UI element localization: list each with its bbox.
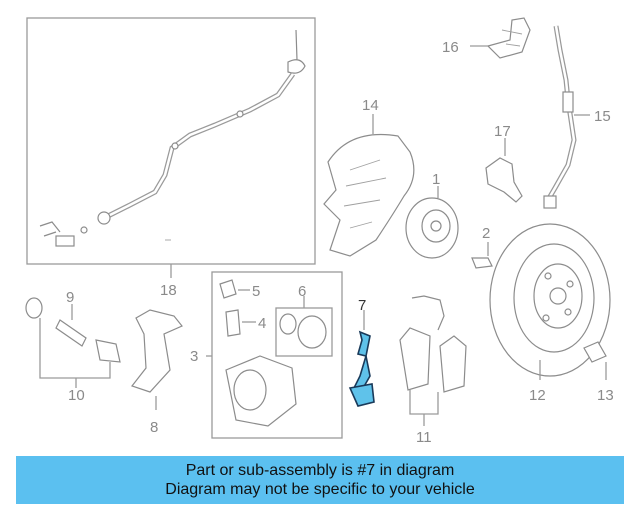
part-12-brake-rotor: 12 [489,223,611,404]
part-15-brake-hose: 15 [543,25,611,209]
part-13-screw: 13 [583,341,614,404]
harness-grommet [97,211,111,225]
callout-3: 3 [190,348,198,365]
part-9-10-guide-pins: 9 10 [25,289,121,404]
harness-connector-top [287,29,306,74]
callout-8: 8 [150,419,158,436]
exploded-parts-diagram: 18 16 15 17 14 1 2 [25,17,614,446]
callout-15: 15 [594,108,611,125]
banner-line-1: Part or sub-assembly is #7 in diagram [185,462,455,479]
callout-7: 7 [358,297,366,314]
callout-13: 13 [597,387,614,404]
callout-6: 6 [298,283,306,300]
callout-4: 4 [258,315,266,332]
part-11-brake-pads: 11 [399,295,467,446]
callout-14: 14 [362,97,379,114]
callout-2: 2 [482,225,490,242]
part-2-bolt: 2 [471,225,493,269]
caliper-assembly-group: 3 5 4 6 [190,271,343,439]
part-7-highlighted[interactable]: 7 [348,297,375,407]
harness-frame [26,17,316,265]
banner-line-2: Diagram may not be specific to your vehi… [165,481,475,498]
sensor-harness-group: 18 [26,17,316,299]
part-14-splash-shield: 14 [323,97,415,257]
harness-plug [55,235,75,247]
harness-cable [106,72,296,219]
callout-12: 12 [529,387,546,404]
callout-16: 16 [442,39,459,56]
harness-clip [39,221,61,237]
caliper-frame [211,271,343,439]
callout-5: 5 [252,283,260,300]
callout-1: 1 [432,171,440,188]
callout-18: 18 [160,282,177,299]
part-16-bracket: 16 [442,17,531,59]
callout-17: 17 [494,123,511,140]
part-17-speed-sensor: 17 [485,123,523,203]
callout-11: 11 [416,429,432,446]
part-1-hub: 1 [405,171,459,259]
callout-10: 10 [68,387,85,404]
info-banner: Part or sub-assembly is #7 in diagram Di… [16,456,624,504]
callout-9: 9 [66,289,74,306]
part-8-caliper-bracket: 8 [131,309,183,436]
